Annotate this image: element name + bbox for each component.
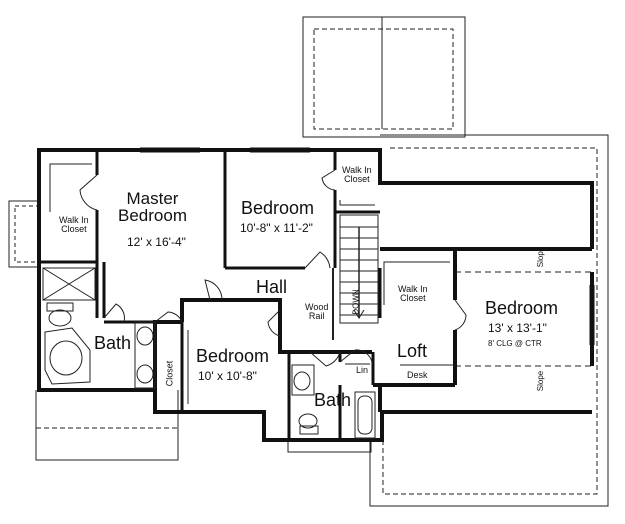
door-swings	[79, 169, 467, 367]
bedroom-right-size: 13' x 13'-1"	[488, 321, 547, 335]
bedroom-center-label: Bedroom	[241, 198, 315, 218]
roof-outline-top	[302, 16, 466, 138]
bedroom-right-label: Bedroom	[485, 298, 559, 318]
porch-bottom-left	[35, 390, 179, 461]
bath-right-label: Bath	[314, 390, 352, 410]
walk-in-closet-left-label: Walk In Closet	[59, 215, 89, 234]
interior-walls	[39, 150, 382, 440]
slope-bottom-label: Slope	[536, 370, 546, 392]
stairs-down-label: DOWN	[351, 289, 361, 315]
master-bedroom-label: Master Bedroom	[118, 189, 187, 225]
walk-in-closet-loft-label: Walk In Closet	[398, 284, 428, 303]
bedroom-bottom-label: Bedroom	[196, 346, 270, 366]
staircase	[332, 214, 379, 340]
wood-rail-label: Wood Rail	[305, 302, 329, 321]
windows	[140, 147, 595, 345]
desk-label: Desk	[407, 370, 428, 380]
master-bedroom-size: 12' x 16'-4"	[127, 235, 186, 249]
linen-closet-label: Lin	[356, 365, 369, 375]
porch-bottom-right	[287, 440, 372, 453]
fixtures	[42, 163, 455, 439]
hall-label: Hall	[256, 277, 288, 297]
bedroom-right-ceiling-note: 8' CLG @ CTR	[488, 339, 542, 348]
bay-left	[8, 200, 40, 268]
bath-left-label: Bath	[94, 333, 132, 353]
loft-label: Loft	[397, 341, 428, 361]
walk-in-closet-top-label: Walk In Closet	[342, 165, 372, 184]
closet-label: Closet	[164, 360, 175, 387]
bedroom-bottom-size: 10' x 10'-8"	[198, 369, 257, 383]
bedroom-center-size: 10'-8" x 11'-2"	[240, 221, 313, 235]
slope-top-label: Slope	[536, 246, 546, 268]
